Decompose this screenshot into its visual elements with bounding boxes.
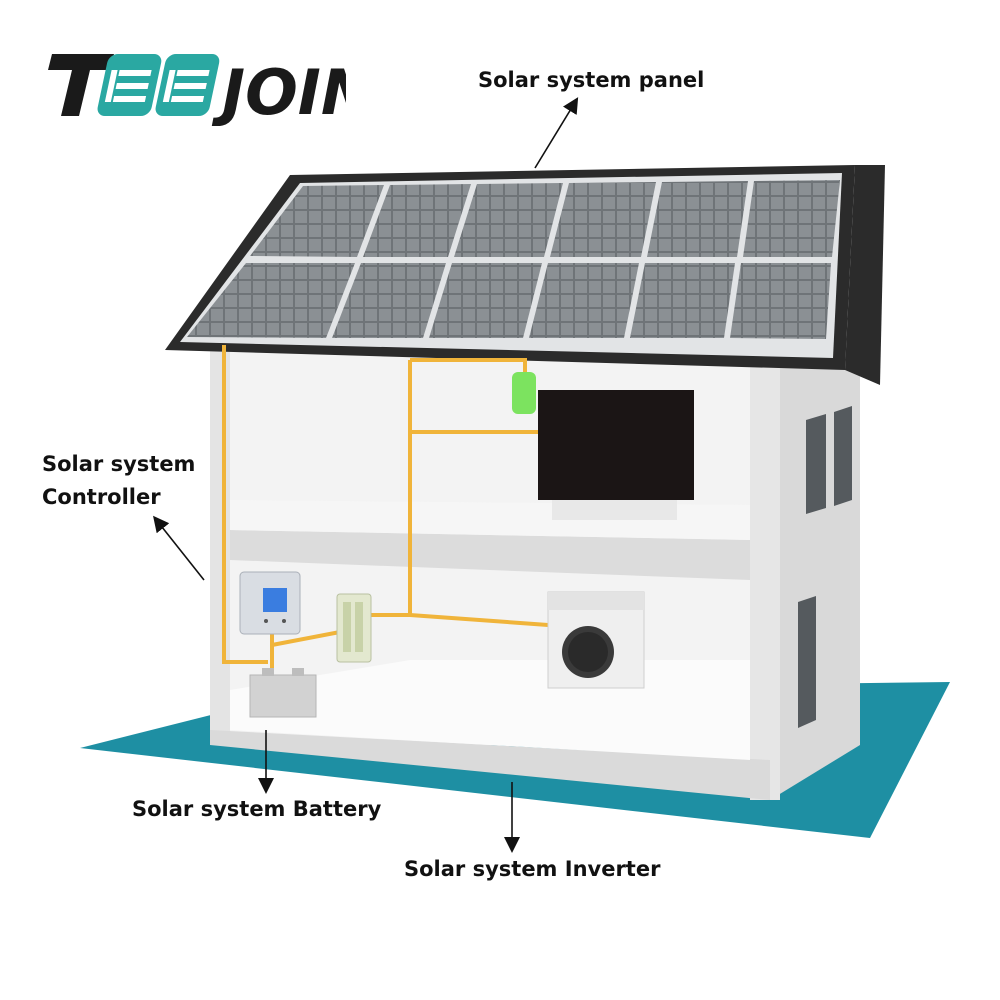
tv-icon — [538, 390, 694, 500]
inverter-icon — [336, 593, 372, 663]
controller-arrow-icon — [153, 515, 205, 581]
battery-icon — [249, 668, 317, 718]
label-controller-line2: Controller — [42, 485, 161, 509]
label-solar-panel: Solar system panel — [478, 68, 705, 92]
label-controller-line1: Solar system — [42, 452, 196, 476]
logo-graphic: JOIN — [48, 54, 373, 129]
washing-machine-icon — [547, 591, 645, 689]
solar-panel-icon — [165, 165, 885, 385]
logo-suffix-text: JOIN — [211, 56, 346, 126]
label-inverter: Solar system Inverter — [404, 857, 661, 881]
panel-arrow-icon — [534, 97, 579, 169]
controller-icon — [239, 571, 301, 635]
teejoin-logo: JOIN — [46, 40, 373, 129]
label-battery: Solar system Battery — [132, 797, 382, 821]
light-bulb-icon — [512, 372, 536, 414]
